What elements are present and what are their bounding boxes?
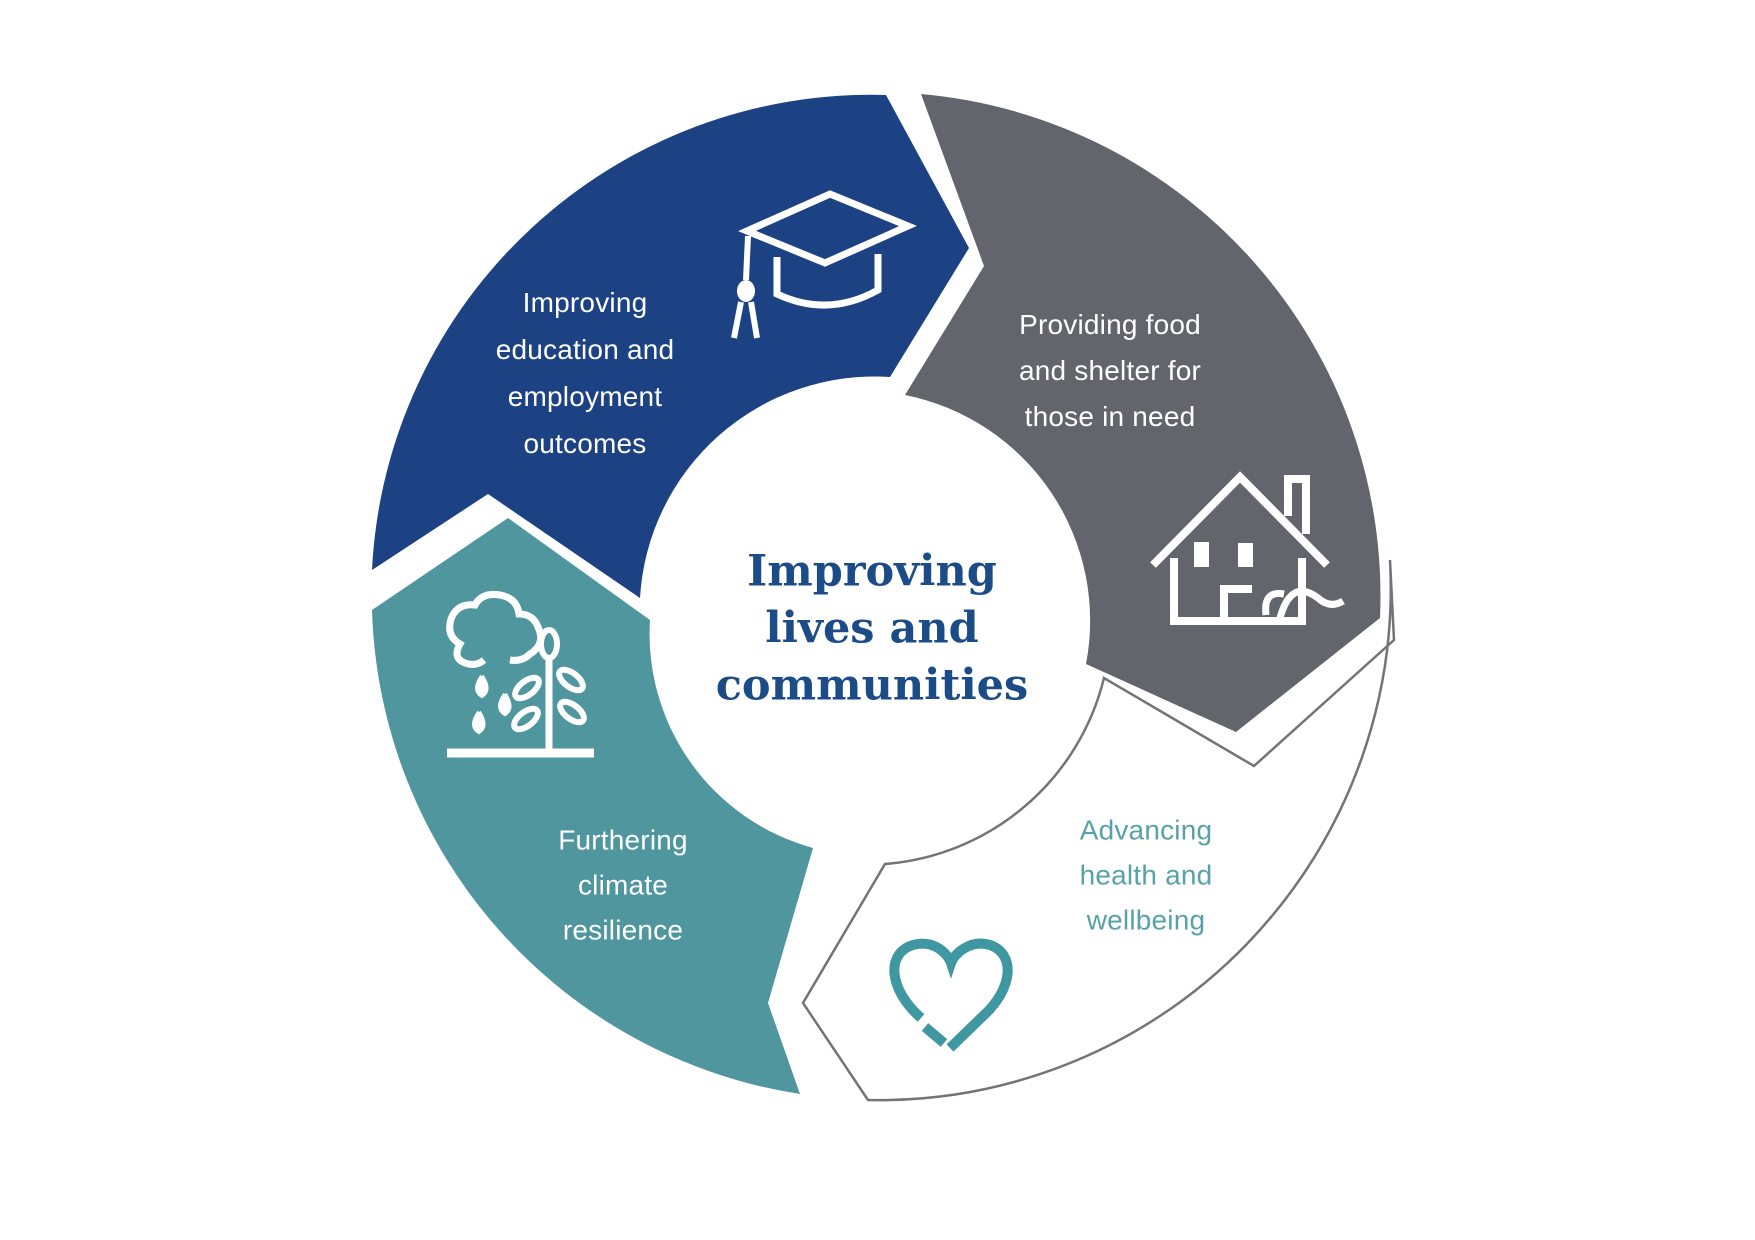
segment-climate xyxy=(372,518,813,1094)
label-line: Furthering xyxy=(558,824,688,856)
center-title-line: communities xyxy=(715,660,1029,711)
segment-education-shape xyxy=(372,94,969,599)
label-line: education and xyxy=(495,334,675,365)
graduation-cap-icon xyxy=(731,190,917,339)
center-title: Improving lives and communities xyxy=(716,544,1029,715)
segment-food-shelter xyxy=(905,94,1381,732)
center-title-line: Improving xyxy=(747,546,997,597)
label-food-shelter: Providing food and shelter for those in … xyxy=(1019,302,1201,440)
segment-food-shelter-shape xyxy=(905,94,1381,732)
center-title-line: lives and xyxy=(765,603,979,654)
label-line: those in need xyxy=(1024,401,1196,432)
label-education: Improving education and employment outco… xyxy=(496,279,675,467)
label-line: health and xyxy=(1079,859,1213,891)
label-line: Providing food xyxy=(1019,309,1201,340)
label-line: Advancing xyxy=(1079,814,1213,846)
label-line: Improving xyxy=(522,287,648,318)
label-climate: Furthering climate resilience xyxy=(558,818,688,953)
house-icon xyxy=(1150,471,1345,625)
label-line: resilience xyxy=(562,914,684,946)
label-line: climate xyxy=(577,869,669,901)
label-line: and shelter for xyxy=(1019,355,1201,386)
heart-icon xyxy=(889,938,1013,1052)
label-line: employment xyxy=(507,381,663,412)
rain-plant-icon xyxy=(446,591,594,758)
label-line: outcomes xyxy=(523,428,647,459)
segment-education xyxy=(372,94,969,599)
segment-health xyxy=(801,559,1396,1102)
label-line: wellbeing xyxy=(1086,904,1206,936)
label-health: Advancing health and wellbeing xyxy=(1080,808,1213,943)
